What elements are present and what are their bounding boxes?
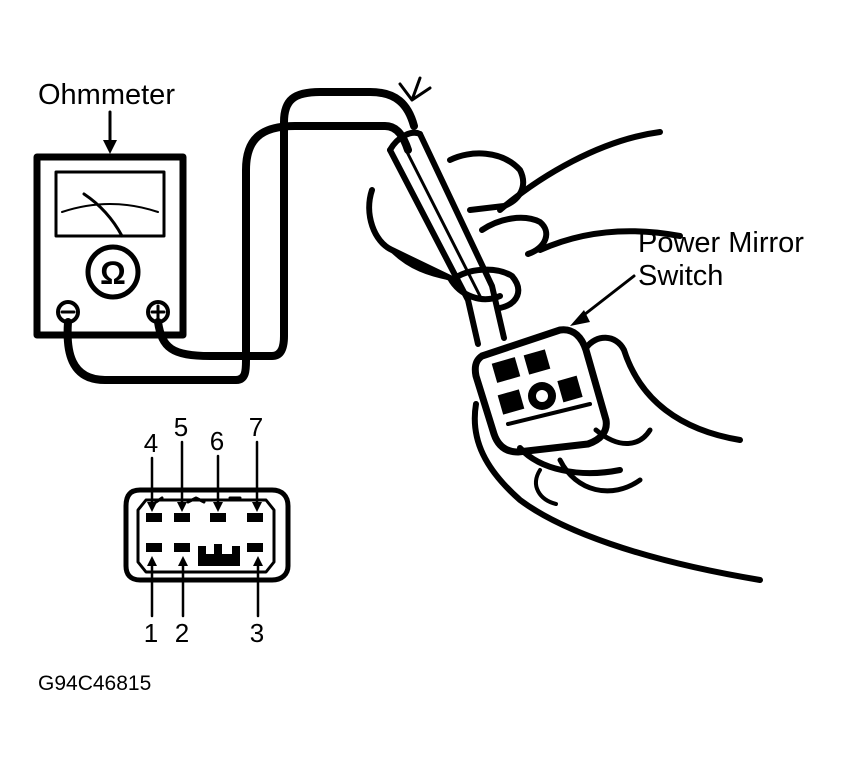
- connector-pinout: [123, 487, 291, 583]
- ohm-symbol-icon: Ω: [85, 244, 141, 300]
- pin-label-4: 4: [144, 428, 158, 458]
- switch-pointer-arrow: [570, 274, 636, 326]
- switch-label-line2: Switch: [638, 260, 723, 292]
- ohmmeter-pointer-arrow: [103, 110, 117, 154]
- connector-contact-3: [247, 543, 263, 552]
- meter-dial-window: [54, 170, 166, 238]
- pin-label-1: 1: [144, 618, 158, 648]
- holding-hand-drawing: [471, 334, 763, 583]
- pin-labels-top: 4 5 6 7: [144, 412, 263, 458]
- probe-hand-drawing: [366, 129, 683, 311]
- ohm-symbol-text: Ω: [100, 255, 126, 291]
- pin-label-7: 7: [249, 412, 263, 442]
- connector-contact-1: [146, 543, 162, 552]
- connector-contact-4: [146, 513, 162, 522]
- test-probes: [387, 129, 507, 347]
- pin-label-2: 2: [175, 618, 189, 648]
- connector-contact-6: [210, 513, 226, 522]
- pin-label-5: 5: [174, 412, 188, 442]
- switch-label-line1: Power Mirror: [638, 227, 804, 259]
- pin-leaders-top: [147, 440, 262, 512]
- connector-contact-5: [174, 513, 190, 522]
- pin-leaders-bottom: [147, 556, 263, 618]
- connector-contact-7: [247, 513, 263, 522]
- figure-code: G94C46815: [38, 672, 151, 695]
- ohmmeter-body: [33, 153, 187, 339]
- pin-label-6: 6: [210, 426, 224, 456]
- pin-labels-bottom: 1 2 3: [144, 618, 264, 648]
- connector-contact-2: [174, 543, 190, 552]
- connector-key: [198, 544, 240, 566]
- meter-needle: [82, 192, 124, 238]
- ohmmeter-label: Ohmmeter: [38, 79, 175, 111]
- pin-label-3: 3: [250, 618, 264, 648]
- test-leads: [63, 76, 432, 384]
- power-mirror-switch: [471, 326, 610, 456]
